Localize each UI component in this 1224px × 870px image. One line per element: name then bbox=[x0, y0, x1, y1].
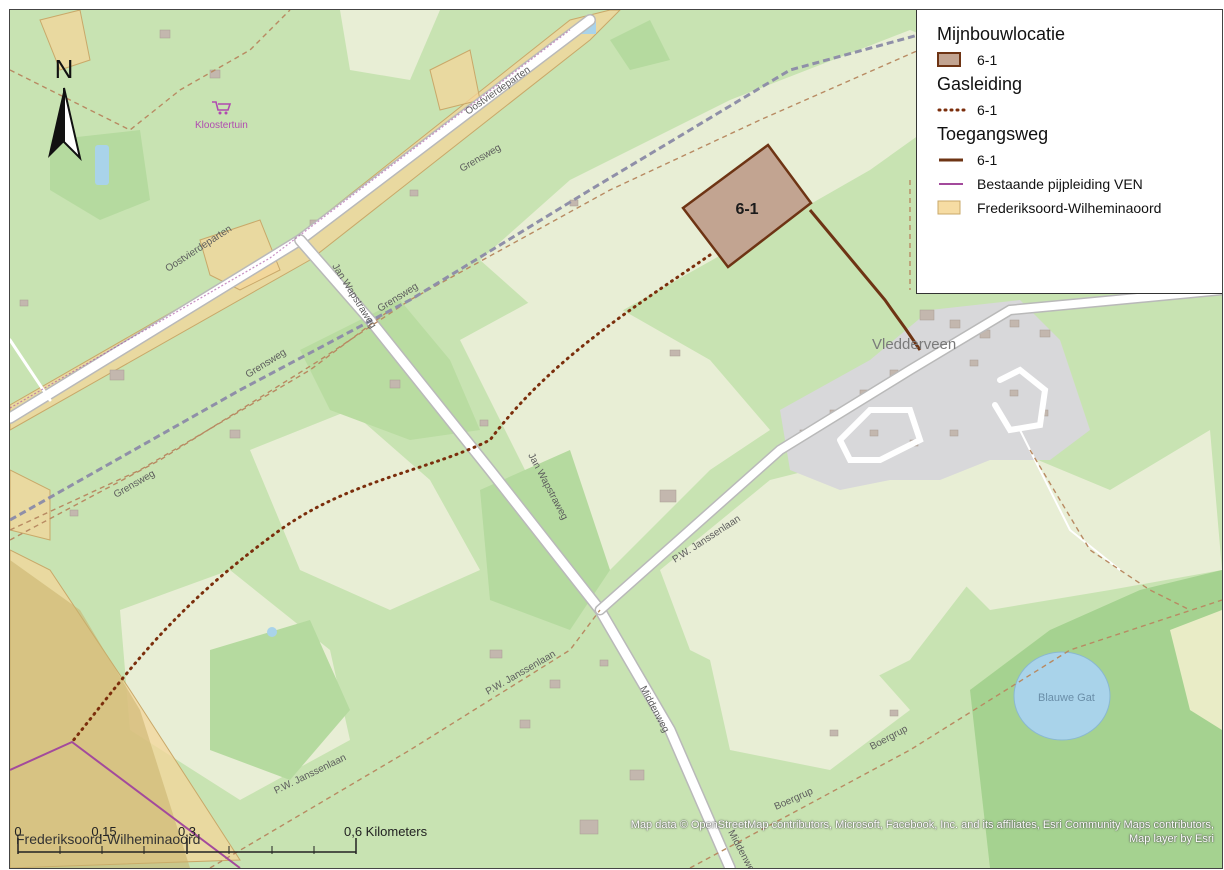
north-arrow-label: N bbox=[55, 54, 74, 84]
legend: Mijnbouwlocatie 6-1 Gasleiding 6-1 Toega… bbox=[916, 10, 1222, 294]
buildings bbox=[19, 29, 1051, 835]
protected-area-swatch-icon bbox=[937, 199, 971, 217]
mining-site-label: 6-1 bbox=[735, 201, 758, 218]
legend-title-mijnbouwlocatie: Mijnbouwlocatie bbox=[937, 24, 1066, 44]
legend-item-label: Frederiksoord-Wilheminaoord bbox=[977, 200, 1162, 216]
legend-title-gasleiding: Gasleiding bbox=[937, 74, 1023, 94]
existing-pipeline-line-icon bbox=[937, 175, 971, 193]
legend-item-label: 6-1 bbox=[977, 102, 998, 118]
gas-pipeline-6-1[interactable] bbox=[70, 253, 712, 744]
legend-item-label: Bestaande pijpleiding VEN bbox=[977, 176, 1143, 192]
legend-item-protected-area: Frederiksoord-Wilheminaoord bbox=[937, 196, 1208, 220]
railway bbox=[10, 10, 1011, 522]
gas-pipeline-line-icon bbox=[937, 101, 971, 119]
tracks bbox=[10, 10, 1222, 868]
mining-site-swatch-icon bbox=[937, 51, 971, 69]
area-label-frederiksoord: Frederiksoord-Wilheminaoord bbox=[16, 831, 200, 847]
map-credits: Map data © OpenStreetMap contributors, M… bbox=[630, 819, 1214, 845]
overlap-band bbox=[10, 560, 190, 868]
map-frame: 6-1 Oostvierdeparten Oostvierdeparten Gr… bbox=[9, 9, 1223, 869]
legend-item-gas-pipeline: 6-1 bbox=[937, 98, 1208, 122]
shop-icon bbox=[212, 101, 232, 115]
scale-tick-0: 0 bbox=[14, 824, 21, 839]
legend-item-label: 6-1 bbox=[977, 152, 998, 168]
mining-site-6-1[interactable] bbox=[681, 143, 813, 269]
built-area bbox=[780, 300, 1090, 490]
scale-tick-015: 0,15 bbox=[91, 824, 116, 839]
legend-item-label: 6-1 bbox=[977, 52, 998, 68]
roads bbox=[10, 14, 1222, 868]
legend-item-mining-site: 6-1 bbox=[937, 48, 1208, 72]
forest bbox=[970, 570, 1222, 868]
existing-pipeline-ven bbox=[10, 740, 241, 868]
access-road-6-1[interactable] bbox=[808, 209, 922, 351]
legend-item-access-road: 6-1 bbox=[937, 148, 1208, 172]
access-road-line-icon bbox=[937, 151, 971, 169]
existing-pipeline-ven-north bbox=[10, 29, 571, 409]
legend-item-existing-pipeline: Bestaande pijpleiding VEN bbox=[937, 172, 1208, 196]
legend-title-toegangsweg: Toegangsweg bbox=[937, 124, 1049, 144]
scale-tick-03: 0,3 bbox=[178, 824, 196, 839]
place-label-blauwe-gat: Blauwe Gat bbox=[1038, 692, 1095, 704]
scale-bar: 0 0,15 0,3 0,6 Kilometers bbox=[14, 824, 428, 854]
lake-blauwe-gat bbox=[1013, 651, 1111, 741]
north-arrow: N bbox=[48, 54, 82, 162]
scale-tick-06-km: 0,6 Kilometers bbox=[344, 824, 428, 839]
place-label-kloostertuin: Kloostertuin bbox=[195, 120, 248, 131]
place-label-vledderveen: Vledderveen bbox=[872, 336, 956, 353]
